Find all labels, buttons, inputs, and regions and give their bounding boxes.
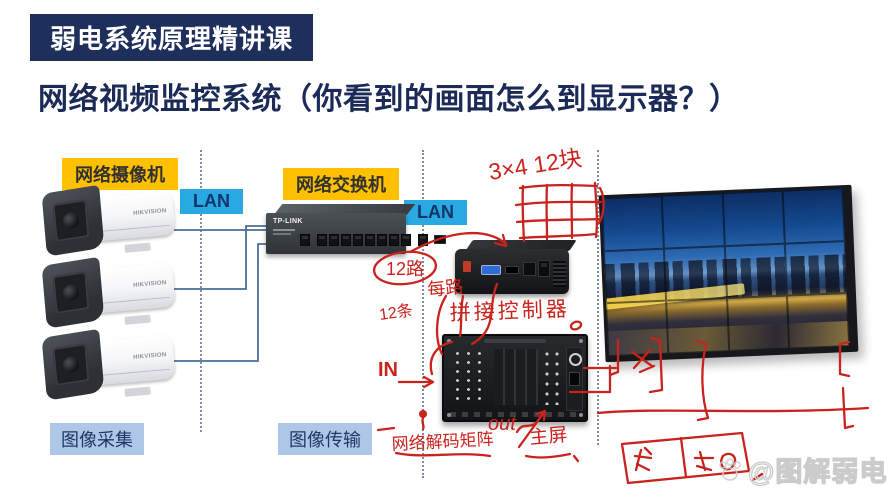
stage-divider-middle [422, 150, 424, 478]
camera-mount [124, 242, 151, 253]
decoder-underline [394, 451, 492, 458]
camera-hood [41, 328, 105, 401]
ip-camera-3: HIKVISION [41, 324, 178, 401]
camera-mount [124, 314, 151, 325]
output-port-bank [542, 349, 564, 405]
camera-seam [96, 224, 170, 233]
course-badge: 弱电系统原理精讲课 [30, 14, 314, 61]
stage-divider-right [597, 150, 599, 445]
vent-grille [553, 261, 566, 287]
camera-lens [52, 270, 90, 315]
camera-brand-text: HIKVISION [133, 280, 167, 289]
label-image-transmission: 图像传输 [278, 423, 372, 455]
sfp-port [434, 235, 446, 244]
screw [447, 413, 451, 417]
annotation-channels: 12路 [386, 259, 424, 279]
hdmi-port [505, 266, 519, 274]
camera-brand-text: HIKVISION [133, 208, 167, 217]
label-network-switch: 网络交换机 [283, 168, 399, 200]
video-wall-image [601, 188, 850, 357]
wire-camera2 [174, 225, 268, 290]
camera-brand-text: HIKVISION [133, 352, 167, 361]
switch-brand-text: TP-LINK [273, 218, 303, 225]
camera-mount [124, 386, 151, 397]
annotation-decoder: 网络解码矩阵 [391, 430, 494, 454]
screw [447, 339, 451, 343]
screw [579, 413, 583, 417]
annotation-main-screen: 主屏 [529, 424, 569, 449]
ip-camera-1: HIKVISION [41, 180, 178, 257]
power-switch [463, 261, 471, 272]
main-screen-underline [524, 452, 580, 463]
video-wall-grid-4x3 [601, 188, 850, 357]
network-switch-device: TP-LINK [266, 204, 446, 254]
annotation-grid-note: 3×4 12块 [487, 145, 584, 185]
card-slots [494, 349, 538, 405]
circle-around-channels [372, 250, 438, 286]
camera-seam [96, 368, 170, 377]
vga-port [481, 265, 501, 275]
camera-hood [41, 256, 105, 329]
rj45-port [523, 262, 536, 276]
ethernet-ports [300, 234, 446, 246]
camera-seam [96, 296, 170, 305]
paw-icon [719, 457, 741, 481]
watermark-text: @图解弱电 [747, 456, 888, 487]
annotation-input: IN [378, 359, 398, 381]
camera-hood [41, 184, 105, 257]
usb-ports [538, 260, 550, 277]
label-image-capture: 图像采集 [50, 423, 144, 455]
wall-grid-sketch [514, 181, 605, 243]
switch-front-face: TP-LINK [266, 213, 446, 254]
annotation-cables: 12条 [378, 301, 414, 324]
wire-camera3 [174, 243, 268, 362]
camera-lens [52, 198, 90, 243]
decoder-front-face [455, 249, 569, 294]
switch-model-lines [273, 229, 295, 235]
bottom-rail [450, 412, 580, 417]
screw [579, 339, 583, 343]
splicing-controller-device [442, 334, 588, 422]
input-port-bank [452, 349, 488, 405]
ip-camera-2: HIKVISION [41, 252, 178, 329]
label-lan-left: LAN [180, 189, 243, 214]
watermark: @图解弱电 [714, 450, 887, 489]
annotation-controller: 拼接控制器 [449, 298, 570, 325]
network-decoder-device [455, 240, 577, 294]
power-module [566, 347, 583, 411]
rack-handle [484, 339, 546, 343]
bottom-screen-sketch [376, 426, 764, 485]
page-title: 网络视频监控系统（你看到的画面怎么到显示器？） [38, 83, 740, 116]
label-network-camera: 网络摄像机 [62, 158, 178, 190]
video-wall [598, 184, 859, 363]
camera-lens [52, 342, 90, 387]
